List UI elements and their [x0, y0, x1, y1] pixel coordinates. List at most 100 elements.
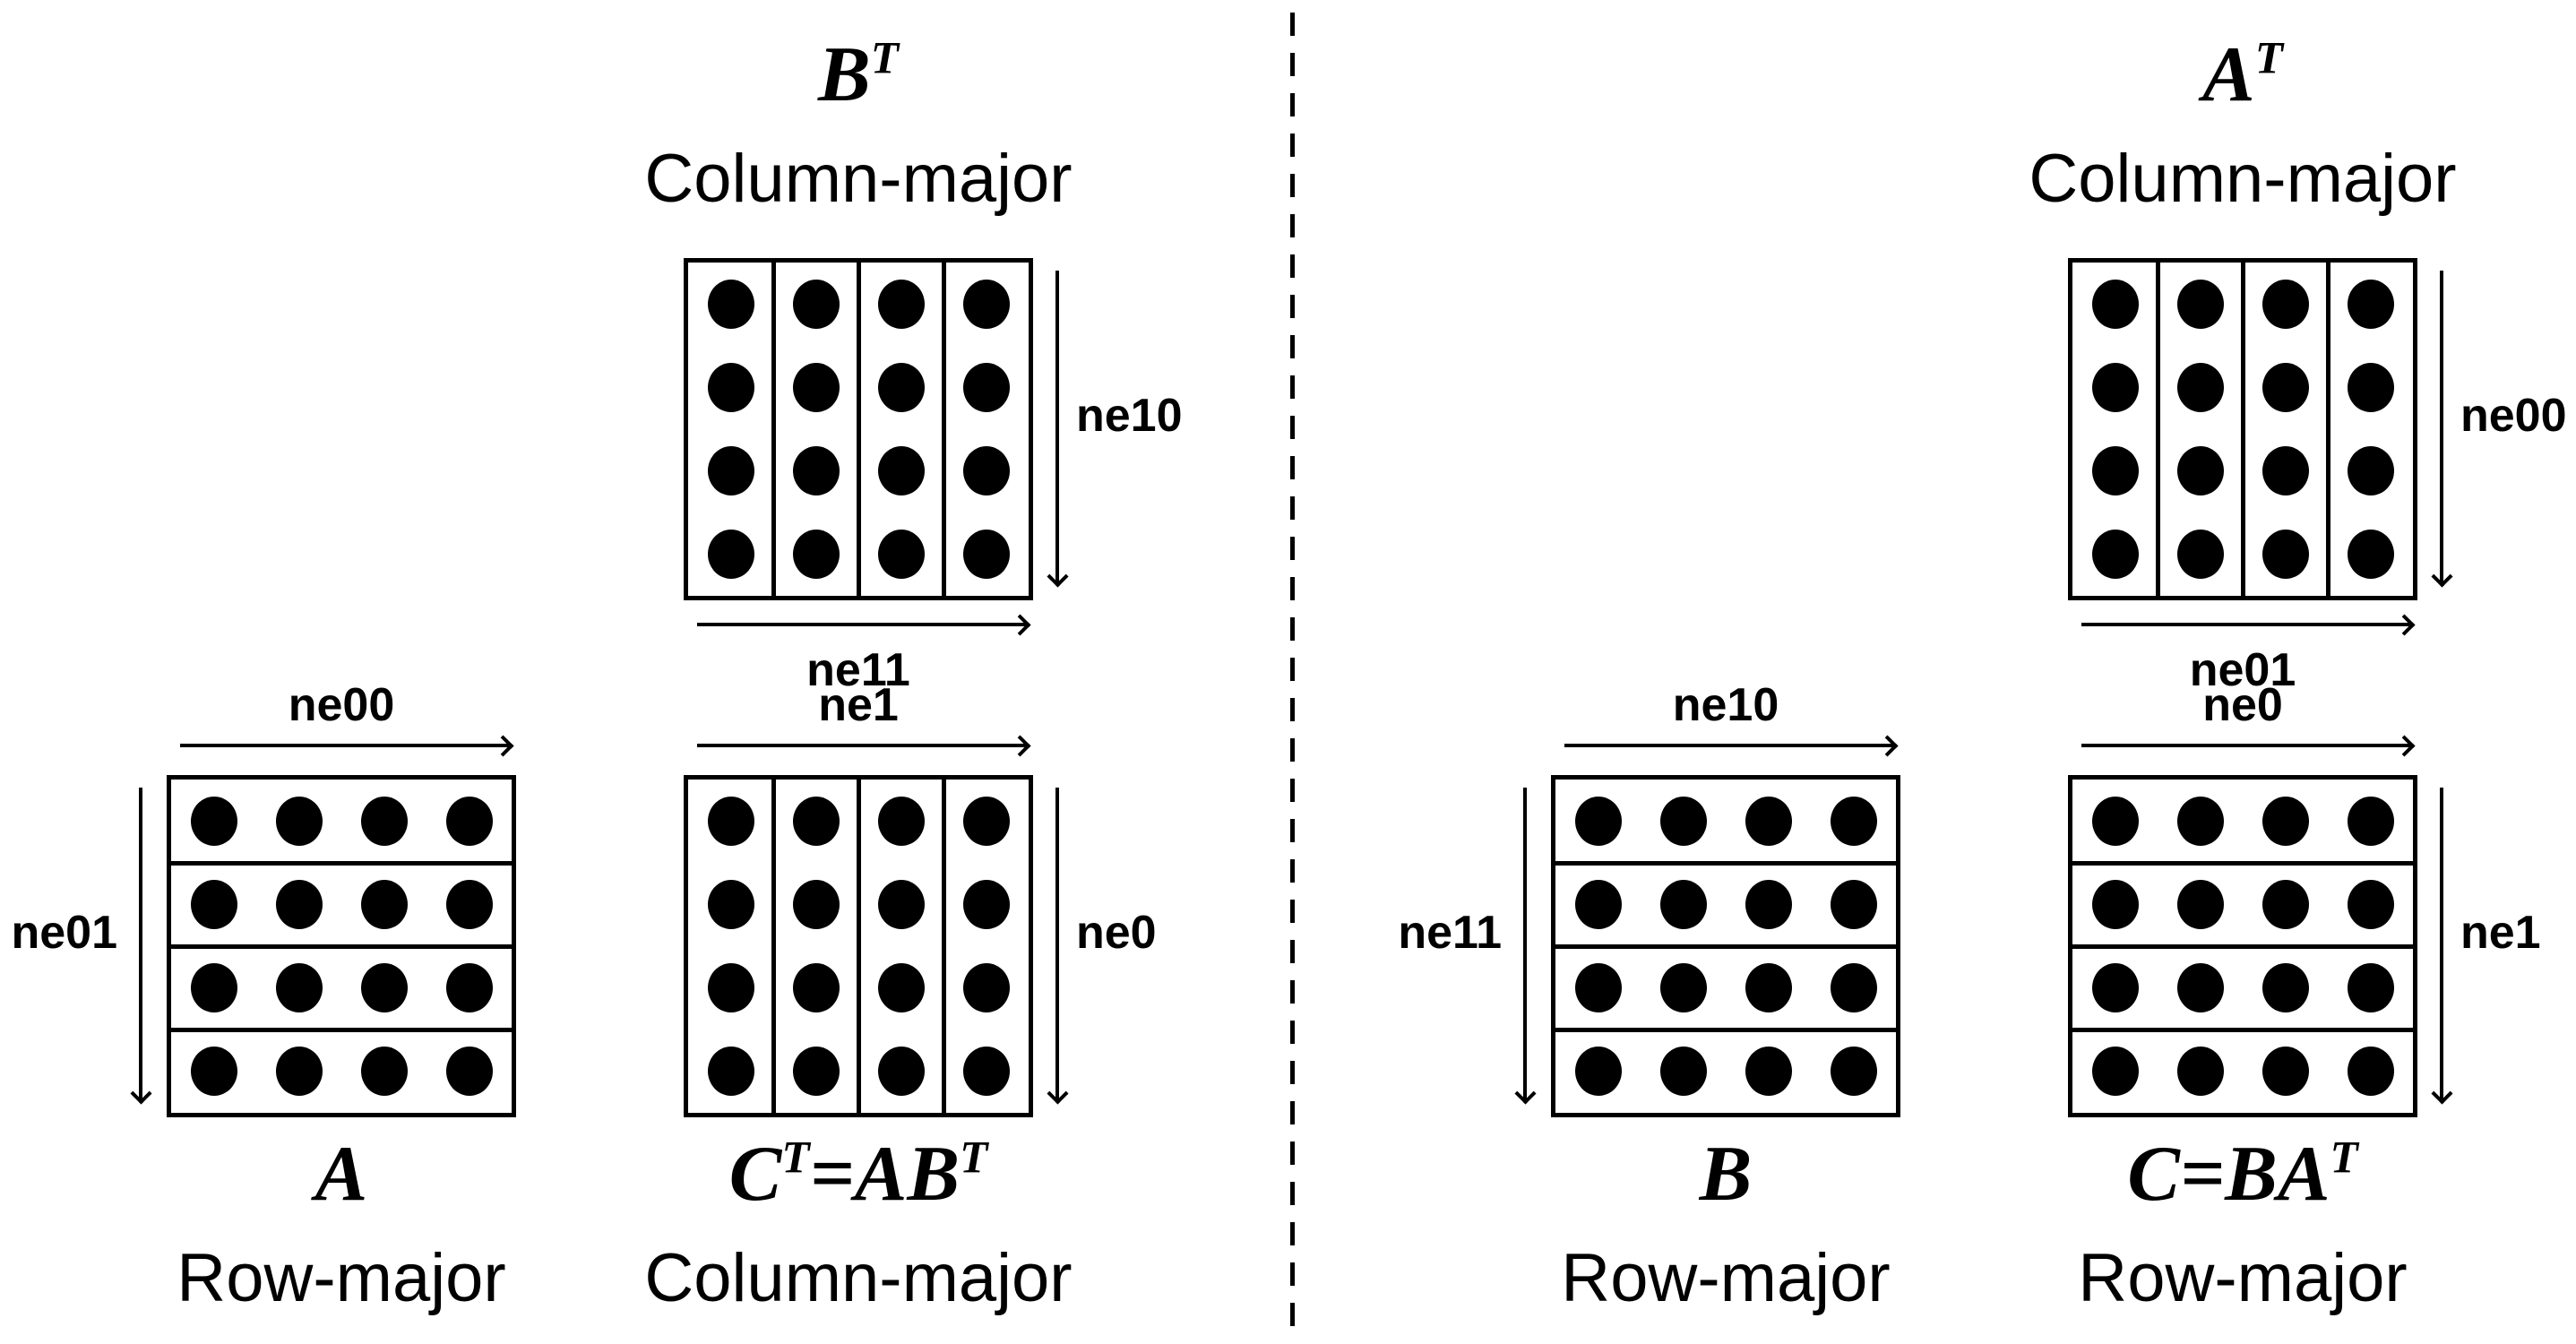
- matrix-dot: [707, 363, 754, 412]
- matrix-dot: [877, 963, 925, 1012]
- arrow-shaft: [2440, 788, 2443, 1099]
- matrix-dot: [2262, 880, 2309, 929]
- matrix-dot: [1830, 963, 1877, 1012]
- dim-label: ne01: [2189, 644, 2296, 696]
- matrix-dot: [2091, 1047, 2139, 1096]
- down-arrow-icon: [1513, 788, 1537, 1105]
- matrix-dot: [2091, 880, 2139, 929]
- matrix-name: AT: [2029, 36, 2456, 115]
- matrix-dot: [2091, 797, 2139, 846]
- arrow-head: [1876, 734, 1899, 757]
- arrow-head: [129, 1082, 152, 1105]
- matrix-dot: [275, 797, 323, 846]
- layout-label: Row-major: [1561, 1240, 1891, 1316]
- matrix-dot: [1659, 1047, 1707, 1096]
- matrix-dot: [792, 880, 840, 929]
- row-divider-line: [2072, 860, 2413, 866]
- matrix-caption: A Row-major: [177, 1135, 505, 1316]
- dim-label: ne00: [2460, 389, 2567, 442]
- matrix-dot: [275, 880, 323, 929]
- column-divider-line: [771, 263, 776, 596]
- down-arrow-icon: [1046, 271, 1069, 588]
- matrix-dot: [445, 963, 493, 1012]
- arrow-head: [1046, 565, 1069, 588]
- matrix-dot: [2347, 363, 2394, 412]
- matrix-dot: [707, 530, 754, 579]
- panel-c-transpose: ne1 ne0 CT=ABT Column-major: [644, 682, 1156, 1315]
- arrow-shaft: [1523, 788, 1527, 1099]
- matrix-dot: [1574, 797, 1622, 846]
- matrix-dot: [877, 797, 925, 846]
- matrix-name-text: A: [314, 1131, 368, 1218]
- matrix-name-superscript: T: [960, 1133, 988, 1184]
- matrix-dot: [962, 963, 1010, 1012]
- matrix-dot: [2347, 880, 2394, 929]
- matrix-dot: [190, 963, 237, 1012]
- dim-label: ne10: [1076, 389, 1183, 442]
- column-divider-line: [856, 263, 861, 596]
- matrix-dot: [2262, 446, 2309, 495]
- matrix-dot: [2176, 797, 2224, 846]
- dashed-divider-line: [1290, 13, 1295, 1333]
- right-arrow-icon: [1564, 734, 1899, 757]
- column-divider-line: [941, 780, 946, 1113]
- row-divider-line: [2072, 943, 2413, 949]
- layout-label: Row-major: [177, 1240, 506, 1316]
- arrow-head: [2430, 565, 2453, 588]
- column-divider-line: [941, 263, 946, 596]
- arrow-head: [1046, 1082, 1069, 1105]
- matrix-dot: [1574, 1047, 1622, 1096]
- matrix-grid: [1551, 775, 1900, 1117]
- matrix-dot: [360, 797, 408, 846]
- arrow-shaft: [139, 788, 142, 1099]
- arrow-shaft: [697, 623, 1026, 626]
- matrix-dot: [2176, 280, 2224, 329]
- arrow-shaft: [2440, 271, 2443, 582]
- row-divider-line: [1555, 943, 1896, 949]
- column-divider-line: [771, 780, 776, 1113]
- matrix-dot: [1830, 880, 1877, 929]
- matrix-dot: [2176, 363, 2224, 412]
- matrix-dot: [275, 963, 323, 1012]
- right-arrow-icon: [697, 613, 1031, 636]
- matrix-dot: [190, 1047, 237, 1096]
- layout-label: Column-major: [644, 1240, 1073, 1316]
- matrix-dot: [1659, 963, 1707, 1012]
- matrix-grid: [684, 775, 1033, 1117]
- column-divider-line: [2325, 263, 2330, 596]
- row-divider-line: [171, 860, 512, 866]
- matrix-dot: [360, 880, 408, 929]
- arrow-shaft: [1055, 788, 1059, 1099]
- matrix-dot: [2091, 530, 2139, 579]
- panel-a-transpose: AT Column-major ne00 ne01: [2029, 36, 2566, 694]
- matrix-dot: [792, 530, 840, 579]
- matrix-dot: [2176, 446, 2224, 495]
- matrix-name-text: C: [2127, 1131, 2180, 1218]
- dim-label: ne11: [1398, 906, 1502, 959]
- row-divider-line: [1555, 1027, 1896, 1032]
- matrix-dot: [2262, 530, 2309, 579]
- matrix-dot: [445, 880, 493, 929]
- right-arrow-icon: [697, 734, 1031, 757]
- matrix-dot: [962, 363, 1010, 412]
- right-arrow-icon: [2081, 613, 2416, 636]
- dim-label: ne1: [818, 679, 899, 731]
- dim-label: ne0: [2202, 679, 2283, 731]
- arrow-head: [2393, 734, 2416, 757]
- arrow-head: [492, 734, 514, 757]
- matrix-dot: [707, 1047, 754, 1096]
- matrix-dot: [792, 797, 840, 846]
- matrix-dot: [1659, 797, 1707, 846]
- matrix-caption: C=BAT Row-major: [2078, 1135, 2407, 1316]
- matrix-dot: [877, 880, 925, 929]
- matrix-dot: [445, 797, 493, 846]
- matrix-caption: CT=ABT Column-major: [644, 1135, 1072, 1316]
- matrix-dot: [707, 880, 754, 929]
- panel-b: ne10 ne11 B Row-major: [1398, 682, 1900, 1315]
- matrix-dot: [792, 1047, 840, 1096]
- matrix-dot: [2262, 963, 2309, 1012]
- arrow-shaft: [2081, 623, 2410, 626]
- matrix-name: C=BAT: [2078, 1135, 2407, 1214]
- matrix-dot: [1574, 963, 1622, 1012]
- down-arrow-icon: [129, 788, 152, 1105]
